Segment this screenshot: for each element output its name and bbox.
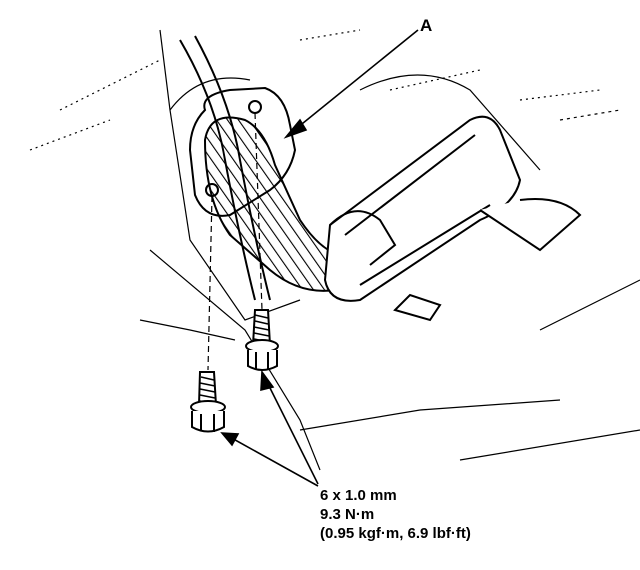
bolt-size-text: 6 x 1.0 mm: [320, 487, 397, 504]
exhaust-pipe: [323, 115, 582, 322]
callout-a-leader: [283, 29, 419, 139]
torque-nm-text: 9.3 N·m: [320, 506, 375, 523]
bolt-lower: [190, 371, 226, 433]
bolt-spec-leaders: [220, 369, 319, 487]
bolt-upper: [245, 309, 279, 371]
callout-label-a: A: [420, 16, 433, 35]
torque-alt-text: (0.95 kgf·m, 6.9 lbf·ft): [320, 525, 471, 542]
torque-spec: 6 x 1.0 mm 9.3 N·m (0.95 kgf·m, 6.9 lbf·…: [320, 486, 471, 543]
vertical-hose: [179, 35, 271, 301]
bolt-center-lines: [207, 112, 263, 371]
